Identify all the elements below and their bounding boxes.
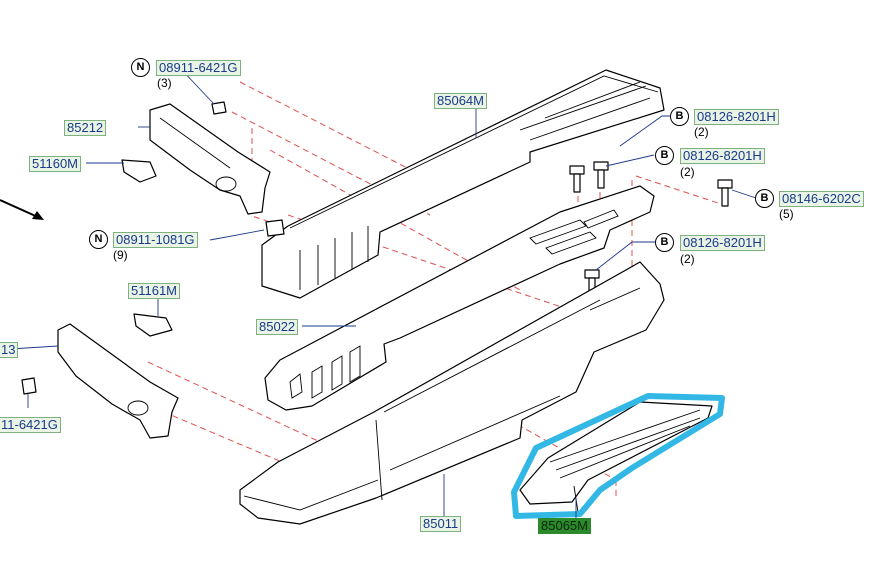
bolt-3[interactable] [717,179,733,207]
label-08911-6421g-top[interactable]: 08911-6421G [156,60,241,76]
nut-bottom-left[interactable] [21,377,37,395]
b-marker: B [655,146,674,165]
n-marker: N [131,58,150,77]
qty-9: (9) [113,248,128,262]
nut-top[interactable] [211,101,227,115]
bolt-1[interactable] [569,165,585,193]
label-85212[interactable]: 85212 [64,120,107,136]
label-08911-1081g[interactable]: 08911-1081G [113,232,198,248]
label-08146-6202c[interactable]: 08146-6202C [779,191,864,207]
dash-line [635,175,725,206]
b-marker: B [670,107,689,126]
label-85011[interactable]: 85011 [420,516,462,532]
label-08126-8201h-1[interactable]: 08126-8201H [694,109,779,125]
label-85065m-highlighted[interactable]: 85065M [538,518,591,534]
part-85022-reinforcement[interactable] [264,185,655,411]
b-marker: B [655,233,674,252]
b-marker: B [755,189,774,208]
part-51160m-clip[interactable] [121,159,157,183]
part-51161m-clip[interactable] [133,313,173,337]
nut-middle[interactable] [265,219,285,237]
label-13-partial[interactable]: 13 [0,342,19,358]
part-85064m-step-pad[interactable] [261,69,665,299]
label-51161m[interactable]: 51161M [128,283,181,299]
label-08126-8201h-3[interactable]: 08126-8201H [680,235,765,251]
bolt-2[interactable] [593,161,609,189]
part-85011-bumper[interactable] [239,261,665,525]
label-85064m[interactable]: 85064M [434,93,487,109]
part-13-bracket[interactable] [57,323,179,439]
qty-3: (3) [157,76,172,90]
qty-2: (2) [694,125,709,139]
label-85022[interactable]: 85022 [256,319,299,335]
label-08126-8201h-2[interactable]: 08126-8201H [680,148,765,164]
leader-lines [9,67,757,518]
qty-5: (5) [779,207,794,221]
qty-2: (2) [680,252,695,266]
qty-2: (2) [680,165,695,179]
direction-arrow [0,199,44,220]
label-51160m[interactable]: 51160M [29,156,82,172]
label-11-6421g-partial[interactable]: 11-6421G [0,417,61,433]
highlight-outline [511,393,725,519]
n-marker: N [89,230,108,249]
part-85212-bracket[interactable] [149,103,271,215]
